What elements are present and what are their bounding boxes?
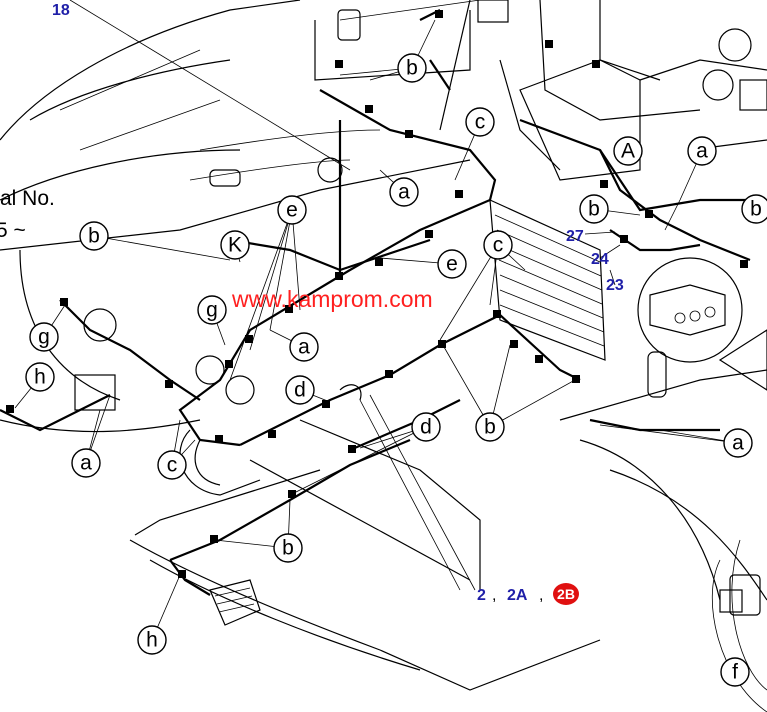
- callout-label: A: [621, 140, 635, 163]
- part-number-27: 27: [566, 228, 584, 245]
- callout-label: e: [286, 199, 298, 222]
- callout-label: a: [696, 140, 708, 163]
- leader-lines: [14, 0, 739, 641]
- callout-label: d: [420, 416, 432, 439]
- callout-label: g: [38, 326, 50, 349]
- part-number-2A: 2A: [507, 587, 528, 604]
- callout-label: a: [398, 181, 410, 204]
- separator-comma: ,: [539, 587, 543, 604]
- callout-label: h: [34, 366, 46, 389]
- callout-g-1: g: [197, 295, 227, 325]
- callout-e-1: e: [277, 195, 307, 225]
- callout-label: a: [298, 336, 310, 359]
- part-number-2: 2: [477, 587, 486, 604]
- callout-c-1: c: [465, 107, 495, 137]
- callout-a-3: a: [289, 332, 319, 362]
- part-number-2B: 2B: [557, 586, 575, 602]
- callout-label: b: [484, 416, 496, 439]
- callout-label: e: [446, 253, 458, 276]
- harness-clamps: [6, 10, 748, 578]
- partial-serial-text-2: 5 ~: [0, 219, 26, 242]
- callout-A: A: [613, 136, 643, 166]
- callout-label: h: [146, 629, 158, 652]
- part-number-24: 24: [591, 251, 609, 268]
- callout-label: K: [228, 234, 242, 257]
- callout-d-1: d: [285, 375, 315, 405]
- callout-g-2: g: [29, 322, 59, 352]
- callout-label: b: [588, 198, 600, 221]
- callout-b-6: b: [273, 533, 303, 563]
- callout-a-5: a: [71, 448, 101, 478]
- callout-h-2: h: [137, 625, 167, 655]
- callout-label: c: [167, 454, 178, 477]
- part-number-23: 23: [606, 277, 624, 294]
- callout-label: b: [406, 57, 418, 80]
- callout-h-1: h: [25, 362, 55, 392]
- callout-label: a: [732, 432, 744, 455]
- callout-label: b: [282, 537, 294, 560]
- callout-k: K: [220, 230, 250, 260]
- callout-c-2: c: [483, 230, 513, 260]
- callout-label: b: [750, 198, 762, 221]
- callout-label: g: [206, 299, 218, 322]
- callout-b-1: b: [397, 53, 427, 83]
- separator-comma: ,: [492, 587, 496, 604]
- part-number-2B-badge: 2B: [553, 583, 579, 605]
- callout-b-5: b: [475, 412, 505, 442]
- callout-label: b: [88, 225, 100, 248]
- callout-a-1: a: [687, 136, 717, 166]
- callout-b-2: b: [579, 194, 609, 224]
- callout-a-4: a: [723, 428, 753, 458]
- callout-label: c: [475, 111, 486, 134]
- callout-label: f: [732, 661, 738, 684]
- partial-serial-text: al No.: [0, 187, 55, 210]
- part-number-18: 18: [52, 2, 70, 19]
- callout-label: a: [80, 452, 92, 475]
- callout-c-3: c: [157, 450, 187, 480]
- callout-b-3: b: [741, 194, 767, 224]
- callout-f: f: [720, 657, 750, 687]
- callout-b-4: b: [79, 221, 109, 251]
- callout-label: c: [493, 234, 504, 257]
- watermark-text: www.kamprom.com: [231, 286, 433, 312]
- callout-a-2: a: [389, 177, 419, 207]
- callout-e-2: e: [437, 249, 467, 279]
- callout-label: d: [294, 379, 306, 402]
- callout-d-2: d: [411, 412, 441, 442]
